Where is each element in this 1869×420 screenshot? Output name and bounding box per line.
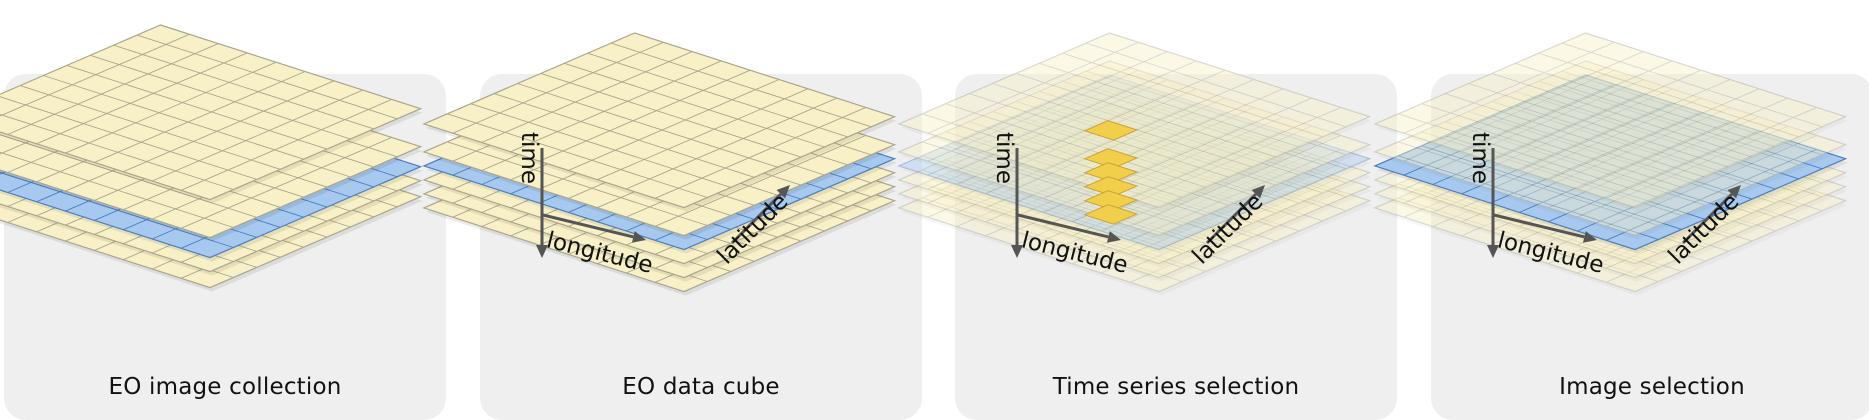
image-layer	[0, 24, 423, 204]
highlighted-pixel	[1083, 120, 1139, 141]
longitude-axis-arrow	[1493, 213, 1597, 243]
layer-stack-diagram	[0, 24, 423, 292]
time-axis-label: time	[1467, 132, 1493, 184]
panel-caption: Time series selection	[1052, 374, 1300, 400]
panel-caption: Image selection	[1559, 374, 1745, 400]
longitude-axis-arrow	[1017, 213, 1121, 243]
panel-eo-image-collection: EO image collection	[0, 24, 446, 420]
time-axis-label: time	[991, 132, 1017, 184]
latitude-axis-arrow	[1681, 185, 1741, 245]
image-layer	[1373, 32, 1848, 209]
latitude-axis-arrow	[730, 185, 790, 245]
longitude-axis-arrow	[542, 213, 646, 243]
time-axis-arrow	[1011, 148, 1023, 258]
image-layer	[422, 32, 897, 212]
selected-image-layer	[897, 74, 1372, 251]
time-axis-arrow	[1487, 148, 1499, 258]
highlighted-pixel	[1083, 204, 1139, 225]
time-axis-arrow	[536, 148, 548, 258]
time-axis-label: time	[516, 132, 542, 184]
image-layer	[897, 32, 1372, 209]
latitude-axis-arrow	[1205, 185, 1265, 245]
image-layer	[1373, 60, 1848, 237]
panel-caption: EO data cube	[622, 374, 780, 400]
panel-caption: EO image collection	[108, 374, 342, 400]
selected-image-layer	[1373, 74, 1848, 254]
